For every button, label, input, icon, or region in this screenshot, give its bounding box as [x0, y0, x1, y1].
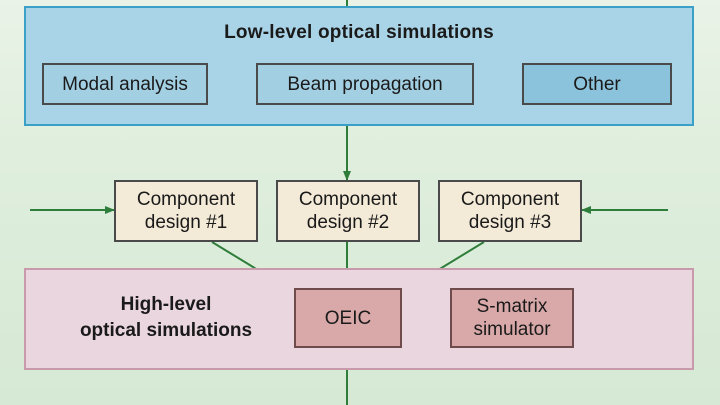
component-design-2-box: Component design #2: [276, 180, 420, 242]
high-level-panel: High-level optical simulations: [24, 268, 694, 370]
component-design-2-line2: design #2: [306, 212, 390, 233]
modal-analysis-box: Modal analysis: [42, 63, 208, 105]
component-design-2-line1: Component: [298, 189, 398, 210]
high-level-title-line1: High-level: [120, 294, 212, 315]
high-level-title-line2: optical simulations: [79, 320, 253, 341]
beam-propagation-box: Beam propagation: [256, 63, 474, 105]
s-matrix-line1: S-matrix: [476, 296, 548, 317]
other-box: Other: [522, 63, 672, 105]
component-design-1-line1: Component: [136, 189, 236, 210]
s-matrix-line2: simulator: [473, 319, 551, 340]
component-design-1-box: Component design #1: [114, 180, 258, 242]
component-design-3-box: Component design #3: [438, 180, 582, 242]
component-design-3-line1: Component: [460, 189, 560, 210]
s-matrix-simulator-box: S-matrix simulator: [450, 288, 574, 348]
component-design-3-line2: design #3: [468, 212, 552, 233]
high-level-title: High-level optical simulations: [66, 292, 266, 344]
oeic-box: OEIC: [294, 288, 402, 348]
component-design-1-line2: design #1: [144, 212, 228, 233]
low-level-title: Low-level optical simulations: [224, 22, 494, 43]
